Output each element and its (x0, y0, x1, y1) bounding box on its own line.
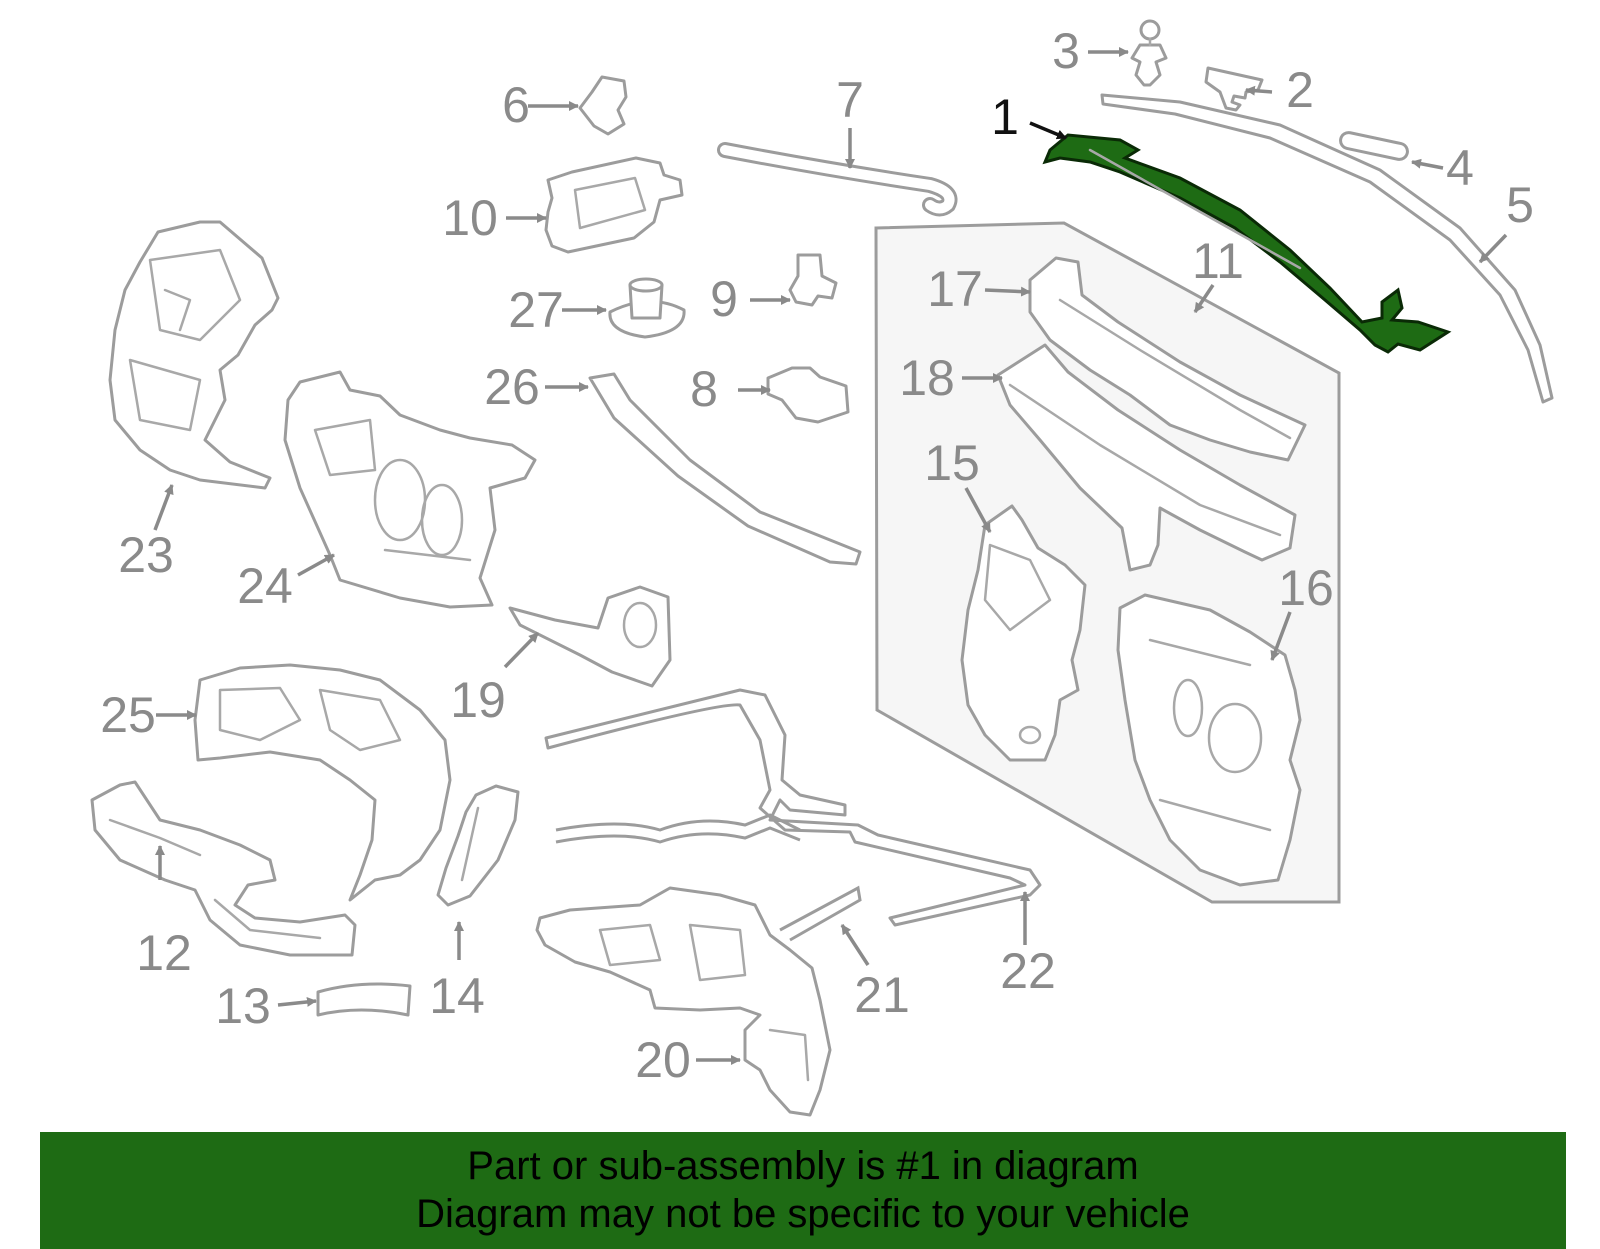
part-15 (960, 504, 1087, 762)
part-6 (578, 75, 628, 136)
callout-14: 14 (429, 968, 485, 1024)
part-14 (436, 784, 520, 907)
part-12 (90, 780, 357, 957)
callout-4: 4 (1446, 140, 1474, 196)
callout-3: 3 (1052, 23, 1080, 79)
part-16 (1116, 593, 1302, 887)
callout-12: 12 (136, 925, 192, 981)
callout-25: 25 (100, 687, 156, 743)
callout-26: 26 (484, 359, 540, 415)
callout-27: 27 (508, 282, 564, 338)
callout-21: 21 (854, 967, 910, 1023)
part-20 (535, 886, 832, 1117)
callout-9: 9 (710, 271, 738, 327)
callout-2: 2 (1286, 62, 1314, 118)
part-17 (1028, 256, 1307, 462)
callout-10: 10 (442, 190, 498, 246)
callout-16: 16 (1278, 560, 1334, 616)
callout-24: 24 (237, 558, 293, 614)
callout-20: 20 (635, 1032, 691, 1088)
callout-7: 7 (836, 72, 864, 128)
callout-23: 23 (118, 527, 174, 583)
callout-5: 5 (1506, 177, 1534, 233)
part-18 (996, 343, 1297, 572)
part-9 (788, 253, 838, 307)
part-1-highlighted (1042, 133, 1452, 354)
part-24 (283, 370, 537, 609)
part-3 (1130, 19, 1168, 87)
callout-19: 19 (450, 672, 506, 728)
part-26 (588, 372, 862, 566)
part-4 (1339, 131, 1409, 161)
callout-6: 6 (502, 77, 530, 133)
part-23 (108, 220, 280, 490)
callout-1: 1 (991, 89, 1019, 145)
part-13 (316, 982, 412, 1017)
part-27 (608, 277, 686, 339)
part-25 (193, 663, 452, 902)
banner-line-1: Part or sub-assembly is #1 in diagram (467, 1144, 1139, 1188)
callout-13: 13 (215, 978, 271, 1034)
info-banner: Part or sub-assembly is #1 in diagram Di… (40, 1132, 1566, 1249)
callout-18: 18 (899, 350, 955, 406)
callout-8: 8 (690, 361, 718, 417)
callout-15: 15 (924, 435, 980, 491)
part-21 (544, 688, 1042, 927)
callout-22: 22 (1000, 943, 1056, 999)
part-19 (508, 585, 672, 688)
part-10 (544, 156, 684, 254)
part-5 (1100, 93, 1554, 404)
callout-17: 17 (927, 261, 983, 317)
part-8 (766, 366, 850, 424)
callout-11: 11 (1192, 233, 1244, 289)
banner-line-2: Diagram may not be specific to your vehi… (416, 1192, 1190, 1236)
